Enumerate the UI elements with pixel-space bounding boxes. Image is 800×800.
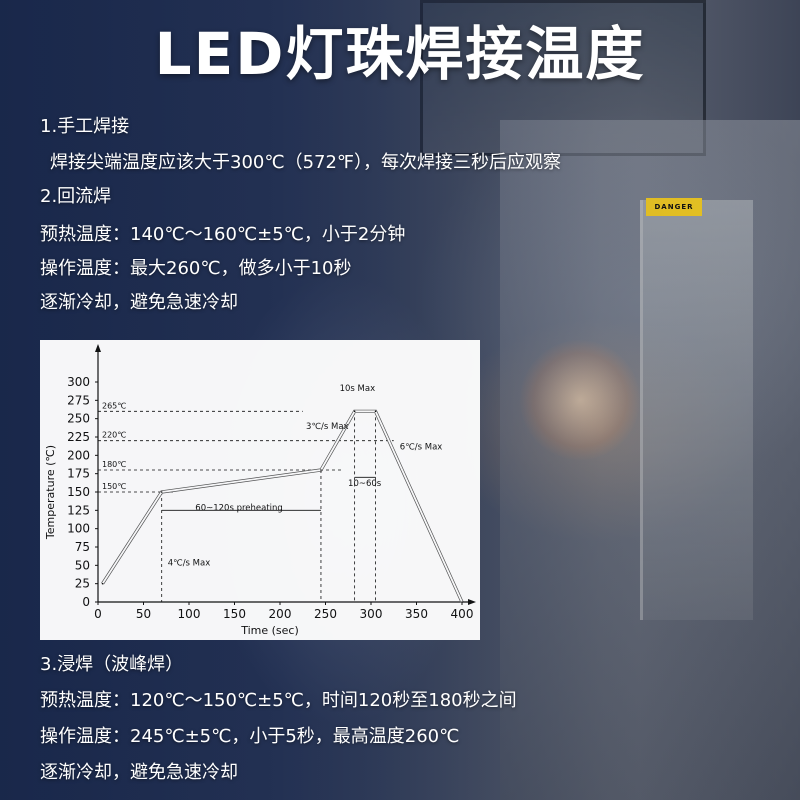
y-tick-label: 100: [67, 522, 90, 536]
y-tick-label: 225: [67, 430, 90, 444]
x-tick-label: 250: [314, 607, 337, 621]
y-tick-label: 300: [67, 375, 90, 389]
reflow-chart: 0 50 100 150 200 250 300 350 400 0 25 50 75 100 125 150…: [40, 340, 480, 640]
page-title: LED灯珠焊接温度: [154, 20, 646, 88]
profile-point: [374, 410, 377, 413]
reflow-line-1: 预热温度：140℃～160℃±5℃，小于2分钟: [40, 224, 406, 245]
x-tick-label: 350: [405, 607, 428, 621]
x-tick-label: 200: [269, 607, 292, 621]
profile-point: [160, 491, 163, 493]
chart-annotation: 10s Max: [340, 384, 376, 394]
chart-annotation: 10~60s: [348, 479, 382, 489]
dip-line-3: 逐渐冷却，避免急速冷却: [40, 762, 238, 783]
reflow-line-2: 操作温度：最大260℃，做多小于10秒: [40, 258, 352, 279]
manual-line-1: 焊接尖端温度应该大于300℃（572℉），每次焊接三秒后应观察: [50, 152, 562, 173]
dip-heading: 3.浸焊（波峰焊）: [40, 654, 184, 675]
profile-point: [353, 410, 356, 413]
profile-point: [461, 601, 463, 603]
profile-point: [320, 469, 322, 471]
reflow-line-3: 逐渐冷却，避免急速冷却: [40, 292, 238, 313]
ref-line-label: 220℃: [102, 431, 126, 440]
dip-line-2: 操作温度：245℃±5℃，小于5秒，最高温度260℃: [40, 726, 460, 747]
y-tick-label: 125: [67, 503, 90, 517]
x-axis-arrow: [468, 599, 476, 605]
profile-point: [101, 582, 104, 585]
y-tick-label: 25: [75, 577, 90, 591]
x-tick-label: 400: [451, 607, 474, 621]
manual-heading: 1.手工焊接: [40, 116, 130, 137]
reflow-heading: 2.回流焊: [40, 186, 112, 207]
ref-line-label: 265℃: [102, 401, 126, 410]
y-tick-label: 75: [75, 540, 90, 554]
y-tick-label: 0: [82, 595, 90, 609]
y-axis-arrow: [95, 344, 101, 352]
chart-annotation: 60~120s preheating: [195, 503, 283, 513]
y-tick-label: 200: [67, 448, 90, 462]
dip-line-1: 预热温度：120℃～150℃±5℃，时间120秒至180秒之间: [40, 690, 517, 711]
profile-line: [101, 410, 463, 603]
ref-line-label: 150℃: [102, 482, 126, 491]
y-tick-label: 150: [67, 485, 90, 499]
chart-annotation: 3℃/s Max: [306, 422, 349, 432]
y-tick-label: 250: [67, 412, 90, 426]
x-tick-label: 150: [223, 607, 246, 621]
reflow-chart-svg: 0 50 100 150 200 250 300 350 400 0 25 50 75 100 125 150…: [44, 344, 476, 637]
y-axis-label: Temperature (℃): [44, 445, 57, 540]
y-tick-label: 275: [67, 393, 90, 407]
x-tick-label: 100: [178, 607, 201, 621]
y-tick-label: 175: [67, 467, 90, 481]
y-tick-label: 50: [75, 558, 90, 572]
x-tick-label: 300: [360, 607, 383, 621]
x-tick-label: 50: [136, 607, 151, 621]
x-tick-label: 0: [94, 607, 102, 621]
ref-line-label: 180℃: [102, 460, 126, 469]
x-axis-label: Time (sec): [240, 624, 299, 637]
chart-annotation: 4℃/s Max: [168, 558, 211, 568]
chart-annotation: 6℃/s Max: [400, 442, 443, 452]
